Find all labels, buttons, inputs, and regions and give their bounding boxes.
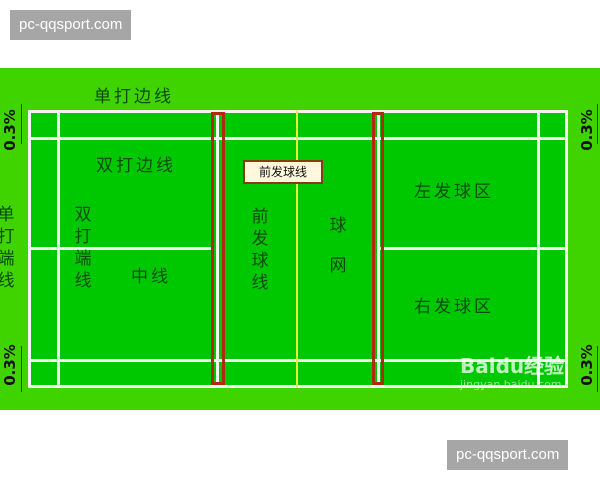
singles-sideline-bottom [28,359,568,362]
baidu-logo: Baidu经验 [460,354,565,378]
arrow-top-left [21,104,22,144]
center-line-right [380,247,566,250]
label-doubles-backline: 双打端线 [74,205,92,291]
label-center-line: 中线 [131,267,171,287]
net-line [296,110,298,388]
highlight-short-service-left [211,112,225,385]
short-service-line-left [216,110,219,388]
margin-label-top-right: 0.3% [577,109,596,151]
label-right-service-court: 右发球区 [414,297,494,317]
singles-sideline-top [28,137,568,140]
short-service-line-right [377,110,380,388]
label-singles-backline: 单打端线 [0,205,15,291]
arrow-bottom-left [21,346,22,392]
arrow-bottom-right [597,346,598,392]
label-singles-sideline: 单打边线 [94,87,174,107]
outer-right-line [565,110,568,388]
label-net: 球网 [329,216,347,276]
watermark-bottom: pc-qqsport.com [447,440,569,470]
outer-bottom-line [28,385,568,388]
label-doubles-sideline: 双打边线 [96,156,176,176]
arrow-top-right [597,104,598,144]
margin-label-bottom-left: 0.3% [0,344,19,386]
margin-label-top-left: 0.3% [0,109,19,151]
highlight-short-service-right [372,112,384,385]
badminton-court-diagram: 单打边线 双打边线 单打端线 双打端线 中线 前发球线 球网 左发球区 右发球区… [0,68,600,410]
baidu-url: jingyan.baidu.com [460,378,562,391]
margin-label-bottom-right: 0.3% [577,344,596,386]
watermark-top: pc-qqsport.com [10,10,132,40]
label-short-service-line: 前发球线 [251,207,269,293]
label-left-service-court: 左发球区 [414,182,494,202]
center-line-left [28,247,214,250]
outer-top-line [28,110,568,113]
callout-short-service-line: 前发球线 [243,160,323,184]
